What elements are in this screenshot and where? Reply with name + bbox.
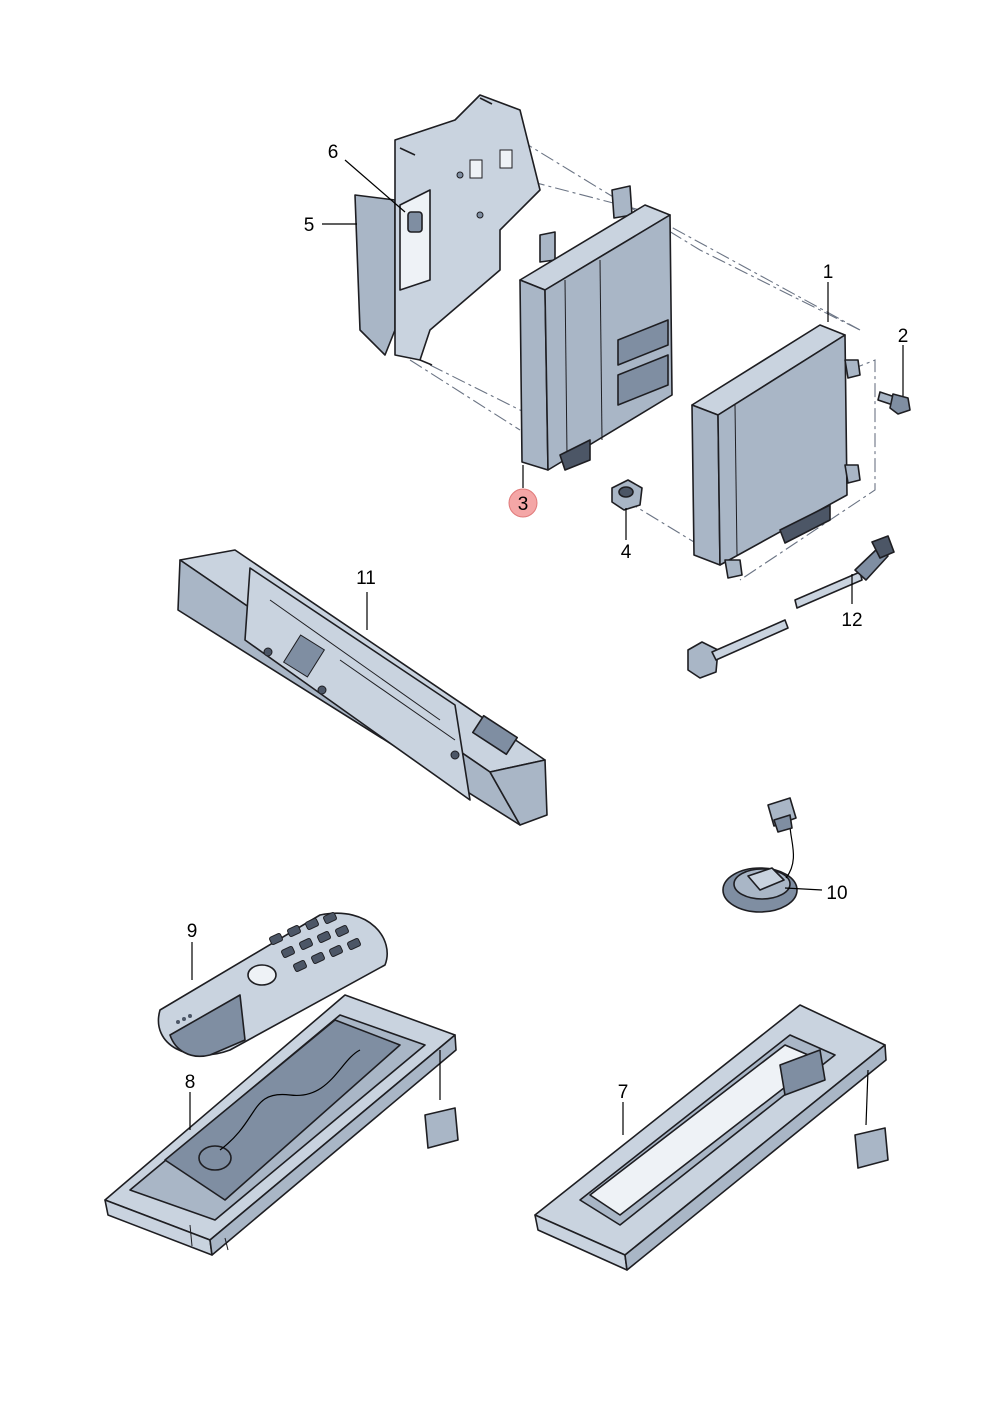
- callout-3[interactable]: 3: [508, 488, 538, 518]
- callout-3-highlight: [508, 488, 538, 518]
- cradle-7: [534, 1004, 889, 1271]
- cable-12: [687, 535, 895, 679]
- callout-6-label: 6: [328, 142, 339, 163]
- callout-4-label: 4: [621, 542, 632, 563]
- control-unit-1: [691, 324, 861, 579]
- callout-10[interactable]: 10: [826, 883, 847, 904]
- callout-2-label: 2: [898, 326, 909, 347]
- remote-control-9: [157, 911, 388, 1057]
- callout-6[interactable]: 6: [328, 142, 339, 163]
- callout-11-label: 11: [356, 568, 376, 589]
- sensor-10: [722, 797, 798, 913]
- remote-keypad: [269, 911, 361, 973]
- callout-12-label: 12: [841, 610, 862, 631]
- callout-10-label: 10: [826, 883, 847, 904]
- callout-1-label: 1: [823, 262, 834, 283]
- callout-8[interactable]: 8: [185, 1072, 196, 1093]
- nut-4: [611, 479, 643, 511]
- bolt-2: [877, 391, 911, 415]
- callout-5-label: 5: [304, 215, 315, 236]
- callout-12[interactable]: 12: [841, 610, 862, 631]
- callout-9-label: 9: [187, 921, 198, 942]
- cradle-8: [104, 994, 459, 1256]
- callout-7-label: 7: [618, 1082, 629, 1103]
- control-unit-3: [519, 185, 673, 471]
- callout-5[interactable]: 5: [304, 215, 315, 236]
- mounting-bracket: [354, 94, 541, 366]
- callout-4[interactable]: 4: [621, 542, 632, 563]
- callout-3-label: 3: [518, 494, 529, 515]
- callout-11[interactable]: 11: [356, 568, 376, 589]
- leader-lines: [189, 159, 904, 1135]
- callout-1[interactable]: 1: [823, 262, 834, 283]
- callout-2[interactable]: 2: [898, 326, 909, 347]
- callout-7[interactable]: 7: [618, 1082, 629, 1103]
- callout-8-label: 8: [185, 1072, 196, 1093]
- long-bracket-11: [177, 549, 548, 826]
- callout-9[interactable]: 9: [187, 921, 198, 942]
- bracket-clip: [407, 211, 423, 233]
